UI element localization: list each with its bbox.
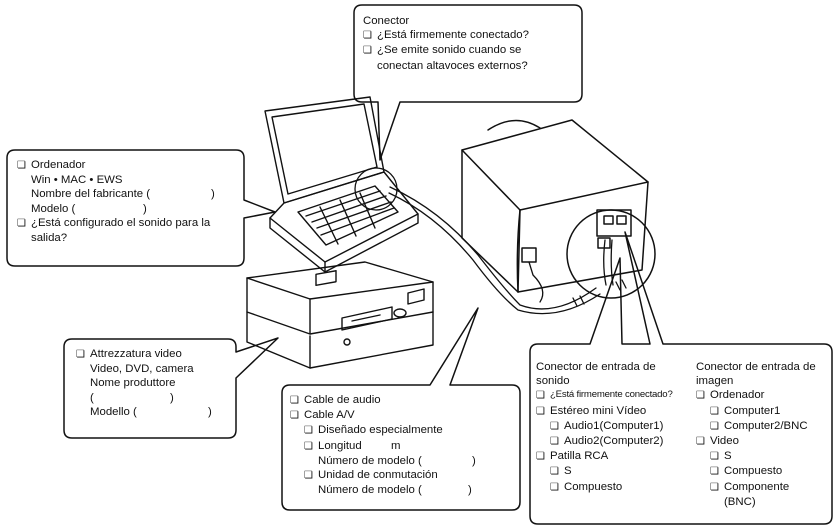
checkbox-icon <box>536 404 550 419</box>
ordenador-callout: Ordenador Win • MAC • EWS Nombre del fab… <box>17 158 215 245</box>
sound-compuesto: Compuesto <box>564 480 623 493</box>
image-componente: Componente <box>724 480 790 493</box>
checkbox-icon <box>710 464 724 479</box>
sound-question: ¿Está firmemente conectado? <box>550 389 673 401</box>
cable-length: Longitud <box>318 439 362 452</box>
checkbox-icon <box>696 434 710 449</box>
image-ordenador: Ordenador <box>710 389 765 402</box>
cable-switch-model-number: Número de modelo ( <box>318 484 422 497</box>
cable-av: Cable A/V <box>304 409 355 422</box>
ordenador-os: Win • MAC • EWS <box>31 174 123 187</box>
sound-header-line1: Conector de entrada de <box>536 361 656 373</box>
cable-switch-unit: Unidad de conmutación <box>318 469 438 482</box>
checkbox-icon <box>550 464 564 479</box>
image-s: S <box>724 450 732 463</box>
video-maker-open: ( <box>90 391 94 404</box>
sound-audio1: Audio1(Computer1) <box>564 419 664 432</box>
checkbox-icon <box>550 480 564 495</box>
sound-rca: Patilla RCA <box>550 450 609 463</box>
conector-title: Conector <box>363 15 410 27</box>
video-callout: Attrezzatura video Video, DVD, camera No… <box>76 347 212 419</box>
image-computer1: Computer1 <box>724 404 781 417</box>
conector-q1: ¿Está firmemente conectado? <box>377 29 529 42</box>
video-model-close: ) <box>208 405 212 418</box>
ordenador-title: Ordenador <box>31 159 86 171</box>
cables <box>354 167 627 315</box>
video-title: Attrezzatura video <box>90 348 182 360</box>
ordenador-question-line2: salida? <box>31 232 68 245</box>
av-equipment <box>246 261 434 369</box>
image-bnc: (BNC) <box>724 495 756 508</box>
checkbox-icon <box>550 434 564 449</box>
cable-model-close: ) <box>472 454 476 467</box>
checkbox-icon <box>304 439 318 454</box>
checkbox-icon <box>696 388 710 403</box>
sound-s: S <box>564 465 572 478</box>
image-header-line2: imagen <box>696 375 734 388</box>
image-computer2: Computer2/BNC <box>724 419 808 432</box>
ordenador-maker-close: ) <box>211 188 215 201</box>
input-callout-bubble <box>529 231 833 525</box>
conector-callout-bubble <box>353 4 583 161</box>
checkbox-icon <box>550 419 564 434</box>
checkbox-icon <box>710 404 724 419</box>
image-compuesto: Compuesto <box>724 465 783 478</box>
cable-callout-bubble <box>281 307 521 511</box>
checkbox-icon <box>290 408 304 423</box>
sound-stereo: Estéreo mini Vídeo <box>550 404 647 417</box>
input-callout: Conector de entrada de sonido ¿Está firm… <box>536 360 828 520</box>
checkbox-icon <box>290 393 304 408</box>
cable-length-unit: m <box>391 439 401 452</box>
cable-audio: Cable de audio <box>304 394 381 406</box>
video-maker-label: Nome produttore <box>90 377 176 390</box>
laptop <box>264 96 419 273</box>
checkbox-icon <box>17 158 31 173</box>
checkbox-icon <box>710 480 724 495</box>
checkbox-icon <box>363 28 377 43</box>
checkbox-icon <box>76 347 90 362</box>
sound-audio2: Audio2(Computer2) <box>564 435 664 448</box>
ordenador-model-close: ) <box>143 202 147 215</box>
cable-special: Diseñado especialmente <box>318 424 443 437</box>
video-model-label: Modello ( <box>90 405 137 418</box>
checkbox-icon <box>304 468 318 483</box>
conector-q2-line1: ¿Se emite sonido cuando se <box>377 44 522 57</box>
checkbox-icon <box>536 449 550 464</box>
cable-callout: Cable de audio Cable A/V Diseñado especi… <box>290 393 476 497</box>
video-types: Video, DVD, camera <box>90 363 194 376</box>
image-video: Video <box>710 435 739 448</box>
ordenador-callout-bubble <box>6 149 276 267</box>
image-column: Conector de entrada de imagen Ordenador … <box>696 360 816 509</box>
sound-header-line2: sonido <box>536 375 570 388</box>
sound-column: Conector de entrada de sonido ¿Está firm… <box>536 360 673 495</box>
ordenador-question-line1: ¿Está configurado el sonido para la <box>31 216 211 229</box>
ordenador-model-label: Modelo ( <box>31 202 76 215</box>
checkbox-icon <box>304 423 318 438</box>
video-maker-close: ) <box>170 391 174 404</box>
cable-switch-model-close: ) <box>468 484 472 497</box>
video-callout-bubble <box>63 337 279 439</box>
checkbox-icon <box>536 388 550 403</box>
checkbox-icon <box>17 216 31 231</box>
conector-callout: Conector ¿Está firmemente conectado? ¿Se… <box>363 14 529 73</box>
ordenador-maker-label: Nombre del fabricante ( <box>31 188 151 201</box>
checkbox-icon <box>710 419 724 434</box>
checkbox-icon <box>710 449 724 464</box>
image-header-line1: Conector de entrada de <box>696 361 816 373</box>
conector-q2-line2: conectan altavoces externos? <box>377 59 528 72</box>
cable-model-number: Número de modelo ( <box>318 454 422 467</box>
checkbox-icon <box>363 43 377 58</box>
